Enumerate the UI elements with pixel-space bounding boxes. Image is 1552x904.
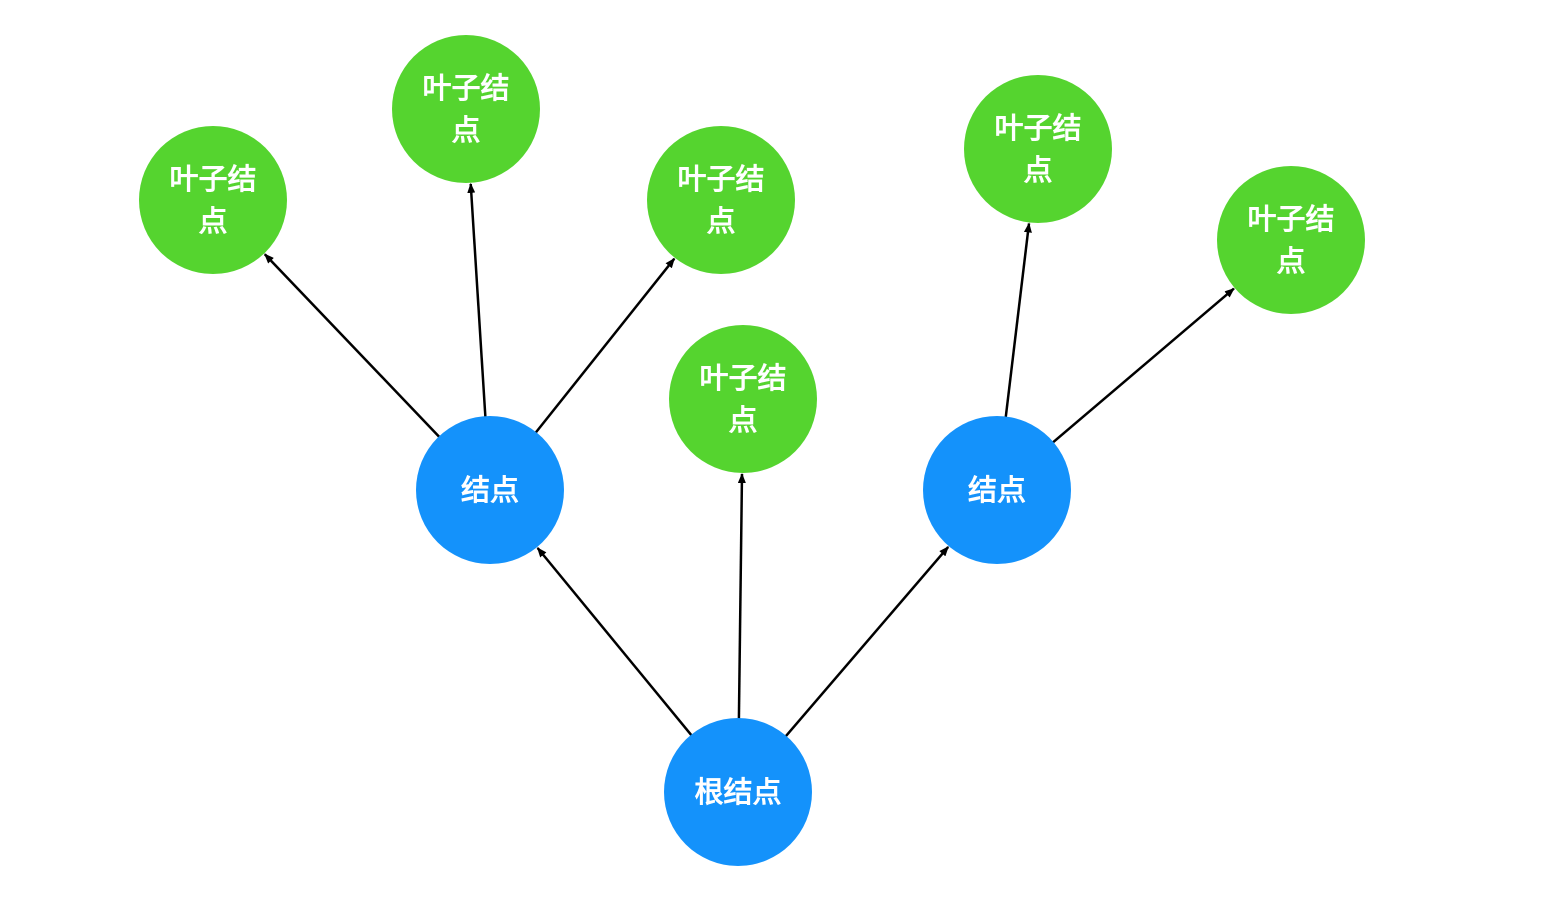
node-label: 结点 <box>460 472 519 507</box>
edge-arrow-root-to-left_node <box>536 547 693 737</box>
node-label: 结点 <box>967 472 1026 507</box>
leaf-node: 叶子结点 <box>392 35 540 183</box>
internal-node: 结点 <box>416 416 564 564</box>
edge-arrow-left_node-to-leaf_left_1 <box>263 253 441 439</box>
internal-node: 结点 <box>923 416 1071 564</box>
node-label: 根结点 <box>694 774 782 809</box>
leaf-node: 叶子结点 <box>647 126 795 274</box>
edge-arrow-right_node-to-leaf_right_1 <box>1004 222 1032 418</box>
edge-arrow-left_node-to-leaf_left_2 <box>467 182 487 418</box>
node-label: 叶子结点 <box>677 161 765 238</box>
leaf-node: 叶子结点 <box>669 325 817 473</box>
root-node: 根结点 <box>664 718 812 866</box>
edge-arrow-root-to-leaf_center <box>737 473 746 720</box>
edge-arrow-right_node-to-leaf_right_2 <box>1051 287 1235 444</box>
edge-arrow-left_node-to-leaf_left_3 <box>534 257 676 434</box>
node-label: 叶子结点 <box>699 360 787 437</box>
node-label: 叶子结点 <box>169 161 257 238</box>
leaf-node: 叶子结点 <box>1217 166 1365 314</box>
node-label: 叶子结点 <box>1247 201 1335 278</box>
node-label: 叶子结点 <box>422 70 510 147</box>
edge-arrow-root-to-right_node <box>784 546 950 738</box>
leaf-node: 叶子结点 <box>139 126 287 274</box>
leaf-node: 叶子结点 <box>964 75 1112 223</box>
node-label: 叶子结点 <box>994 110 1082 187</box>
